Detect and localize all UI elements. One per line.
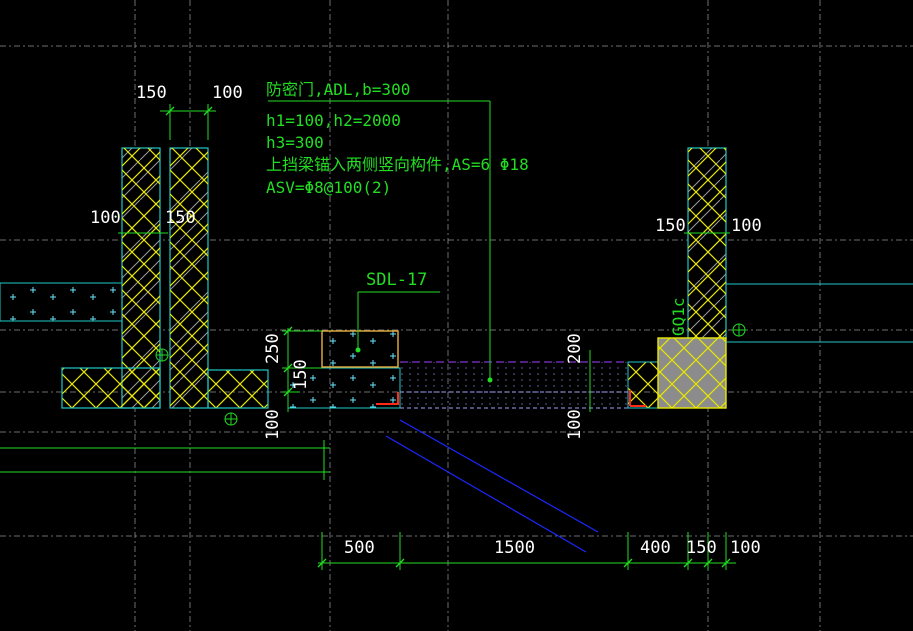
dim-bottom-500: 500 [344, 538, 375, 558]
annotation-line-1: 防密门,ADL,b=300 [266, 80, 410, 99]
gq-column [657, 283, 913, 409]
annotation-line-3: h3=300 [266, 133, 324, 152]
dim-top-150: 150 [136, 83, 167, 103]
blue-reference-lines [385, 419, 599, 553]
annotation-line-2: h1=100,h2=2000 [266, 111, 401, 130]
dim-side-150-right: 150 [655, 216, 686, 236]
dim-top-100: 100 [212, 83, 243, 103]
annotation-line-5: ASV=Φ8@100(2) [266, 178, 391, 197]
right-wall [627, 147, 727, 409]
crosshair-circle-icon [155, 348, 169, 362]
door-annotation: 防密门,ADL,b=300 h1=100,h2=2000 h3=300 上挡梁锚… [266, 80, 529, 197]
dimension-texts: 150 100 100 150 150 100 250 150 100 200 … [90, 83, 762, 558]
sdl-label: SDL-17 [366, 270, 427, 290]
gq-label: GQ1c [669, 297, 688, 336]
dim-bottom-150: 150 [686, 538, 717, 558]
dim-200: 200 [565, 333, 585, 364]
annotation-line-4: 上挡梁锚入两侧竖向构件,AS=6 Φ18 [266, 155, 529, 174]
dim-bottom-400: 400 [640, 538, 671, 558]
door-band [400, 361, 628, 409]
left-wall-inner [169, 147, 269, 409]
crosshair-circle-icon [224, 412, 238, 426]
dim-100-right-low: 100 [565, 409, 585, 440]
axis-marker-icons [155, 323, 746, 426]
dim-side-150-left: 150 [165, 208, 196, 228]
dim-100-mid: 100 [263, 409, 283, 440]
crosshair-circle-icon [732, 323, 746, 337]
dim-side-100-left: 100 [90, 208, 121, 228]
dim-bottom-1500: 1500 [494, 538, 535, 558]
dim-250: 250 [263, 333, 283, 364]
left-slab [0, 282, 126, 322]
dimension-ticks [165, 106, 731, 568]
dim-bottom-100: 100 [730, 538, 761, 558]
dim-side-100-right: 100 [731, 216, 762, 236]
dim-150-mid: 150 [291, 359, 311, 390]
left-wall-outer [61, 147, 161, 409]
